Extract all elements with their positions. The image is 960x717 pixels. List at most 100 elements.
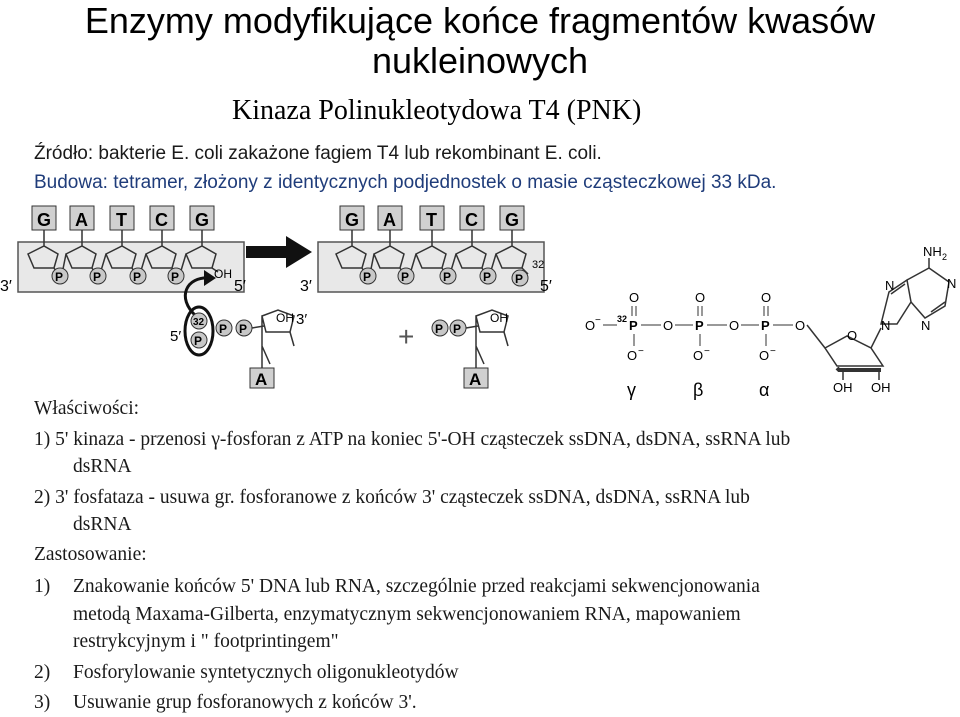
svg-text:A: A xyxy=(383,210,396,230)
gamma-label: γ xyxy=(627,380,636,400)
svg-text:−: − xyxy=(638,346,644,357)
alpha-label: α xyxy=(759,380,769,400)
svg-text:P: P xyxy=(93,270,101,284)
strand-left-backbone xyxy=(17,241,245,293)
svg-text:G: G xyxy=(505,210,519,230)
svg-text:O: O xyxy=(585,318,595,333)
phosphates-right: P P P P P xyxy=(359,267,529,287)
svg-text:A: A xyxy=(469,370,481,389)
svg-text:P: P xyxy=(695,318,704,333)
end-5-right: 5′ xyxy=(540,278,552,295)
svg-text:NH: NH xyxy=(923,244,942,259)
svg-text:O: O xyxy=(627,348,637,363)
svg-text:−: − xyxy=(704,346,710,357)
svg-text:2: 2 xyxy=(942,252,947,262)
svg-text:P: P xyxy=(239,322,247,336)
end-3-left: 3′ xyxy=(0,278,12,295)
page-title-line1: Enzymy modyfikujące końce fragmentów kwa… xyxy=(84,0,876,41)
use-1-line1: Znakowanie końców 5' DNA lub RNA, szczeg… xyxy=(73,576,760,597)
plus-sign: + xyxy=(398,321,414,352)
svg-text:N: N xyxy=(881,318,890,333)
use-1-line3: restrykcyjnym i " footprintingem" xyxy=(73,631,339,652)
svg-text:P: P xyxy=(515,272,523,286)
svg-text:3′: 3′ xyxy=(296,311,307,328)
svg-text:32: 32 xyxy=(193,317,205,328)
use-1-line2: metodą Maxama-Gilberta, enzymatycznym se… xyxy=(73,604,741,625)
svg-text:32: 32 xyxy=(617,314,627,324)
svg-text:O: O xyxy=(693,348,703,363)
svg-text:G: G xyxy=(345,210,359,230)
svg-text:A: A xyxy=(255,370,267,389)
property-2-line2: dsRNA xyxy=(73,514,132,535)
oh-3: OH xyxy=(871,380,891,395)
svg-text:P: P xyxy=(194,334,202,348)
svg-text:O: O xyxy=(847,328,857,343)
svg-text:5′: 5′ xyxy=(170,328,181,345)
properties-heading: Właściwości: xyxy=(34,398,140,419)
pnk-reaction-diagram: G A T C G P P P P OH 3′ 5′ G A T xyxy=(0,205,552,389)
oh-2: OH xyxy=(833,380,853,395)
svg-text:O: O xyxy=(629,290,639,305)
svg-text:N: N xyxy=(921,318,930,333)
bases-right: G A T C G xyxy=(339,205,525,231)
page-subtitle: Kinaza Polinukleotydowa T4 (PNK) xyxy=(232,95,642,126)
svg-text:N: N xyxy=(947,276,956,291)
svg-text:P: P xyxy=(401,270,409,284)
base-label: A xyxy=(75,210,88,230)
svg-text:P: P xyxy=(761,318,770,333)
svg-text:P: P xyxy=(55,270,63,284)
beta-label: β xyxy=(693,380,703,400)
svg-text:P: P xyxy=(171,270,179,284)
atp-structure: O − 32 P O P O P O O O O O − O − O − γ β… xyxy=(585,244,956,400)
source-line: Źródło: bakterie E. coli zakażone fagiem… xyxy=(34,143,602,164)
use-3-num: 3) xyxy=(34,692,51,713)
use-3-line1: Usuwanie grup fosforanowych z końców 3'. xyxy=(73,692,417,713)
oh-label-left: OH xyxy=(214,267,232,281)
svg-text:T: T xyxy=(426,210,437,230)
svg-text:OH: OH xyxy=(276,311,294,325)
reaction-arrow xyxy=(246,236,312,268)
use-2-num: 2) xyxy=(34,662,51,683)
base-label: T xyxy=(116,210,127,230)
property-2-line1: 2) 3' fosfataza - usuwa gr. fosforanowe … xyxy=(34,487,750,508)
strand-right-backbone xyxy=(317,241,545,293)
svg-text:P: P xyxy=(629,318,638,333)
phosphates-left: P P P P xyxy=(51,267,185,285)
use-2-line1: Fosforylowanie syntetycznych oligonukleo… xyxy=(73,662,459,683)
svg-text:P: P xyxy=(435,322,443,336)
atp-donor-left: 32 P P P A OH 3′ 5′ xyxy=(170,305,307,389)
svg-text:OH: OH xyxy=(490,311,508,325)
svg-text:O: O xyxy=(663,318,673,333)
svg-text:−: − xyxy=(770,346,776,357)
sugars-right xyxy=(335,230,529,279)
end-5-left: 5′ xyxy=(234,278,246,295)
end-3-right: 3′ xyxy=(300,278,312,295)
svg-text:P: P xyxy=(443,270,451,284)
svg-text:O: O xyxy=(795,318,805,333)
base-label: G xyxy=(195,210,209,230)
adp-product: P P A OH xyxy=(431,309,509,389)
svg-text:P: P xyxy=(363,270,371,284)
base-label: G xyxy=(37,210,51,230)
structure-line: Budowa: tetramer, złożony z identycznych… xyxy=(34,172,777,193)
svg-text:N: N xyxy=(885,278,894,293)
property-1-line2: dsRNA xyxy=(73,456,132,477)
property-1-line1: 1) 5' kinaza - przenosi γ-fosforan z ATP… xyxy=(34,429,791,450)
adenine-ring xyxy=(880,258,950,325)
label-32-right: 32 xyxy=(532,259,544,271)
uses-heading: Zastosowanie: xyxy=(34,544,147,565)
svg-text:P: P xyxy=(219,322,227,336)
svg-text:O: O xyxy=(759,348,769,363)
svg-text:P: P xyxy=(453,322,461,336)
svg-text:O: O xyxy=(761,290,771,305)
svg-text:P: P xyxy=(133,270,141,284)
phosphate-chain: O − 32 P O P O P O O O O O − O − O − xyxy=(585,290,805,363)
svg-text:O: O xyxy=(695,290,705,305)
ribose-ring xyxy=(806,324,885,380)
svg-text:P: P xyxy=(483,270,491,284)
svg-text:C: C xyxy=(465,210,478,230)
svg-text:O: O xyxy=(729,318,739,333)
use-1-num: 1) xyxy=(34,576,51,597)
page-title-line2: nukleinowych xyxy=(371,40,589,81)
svg-text:−: − xyxy=(595,315,601,326)
